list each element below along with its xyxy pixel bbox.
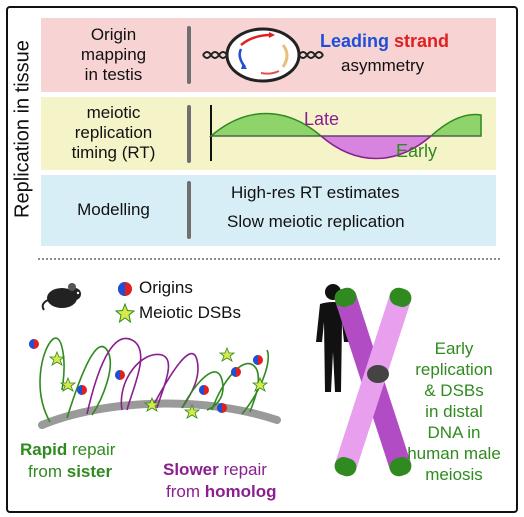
- legend-dsbs: Meiotic DSBs: [139, 303, 242, 322]
- mouse-icon: [41, 283, 81, 311]
- legend-origins: Origins: [139, 278, 193, 297]
- late-label: Late: [304, 109, 340, 129]
- row-divider: [187, 181, 191, 239]
- section-divider: [38, 258, 500, 260]
- leading-strand-title: Leading strand: [320, 31, 450, 51]
- human-meiosis-text: Early replication & DSBs in distal DNA i…: [407, 339, 501, 484]
- rt-wave-plot: [208, 105, 482, 161]
- slow-replication-label: Slow meiotic replication: [227, 212, 405, 231]
- dsb-markers: [48, 346, 269, 419]
- origin-marker-icon: [118, 282, 132, 296]
- chromosome-icon: [334, 287, 412, 477]
- early-label: Early: [396, 141, 438, 161]
- row-divider: [187, 105, 191, 163]
- dna-circle-icon: [202, 27, 324, 83]
- modelling-label: Modelling: [77, 200, 150, 219]
- side-label: Replication in tissue: [11, 40, 34, 218]
- rapid-repair-label: Rapid repair: [20, 440, 116, 459]
- row-divider: [187, 26, 191, 84]
- from-sister-label: from sister: [28, 462, 113, 481]
- origin-markers: [29, 339, 263, 413]
- slower-repair-label: Slower repair: [163, 460, 267, 479]
- high-res-rt-label: High-res RT estimates: [231, 183, 400, 202]
- row-modelling: Modelling High-res RT estimates Slow mei…: [41, 175, 496, 246]
- from-homolog-label: from homolog: [166, 482, 277, 501]
- star-icon: [115, 303, 135, 323]
- chromatin-loops-diagram: [29, 337, 281, 429]
- asymmetry-label: asymmetry: [341, 56, 425, 75]
